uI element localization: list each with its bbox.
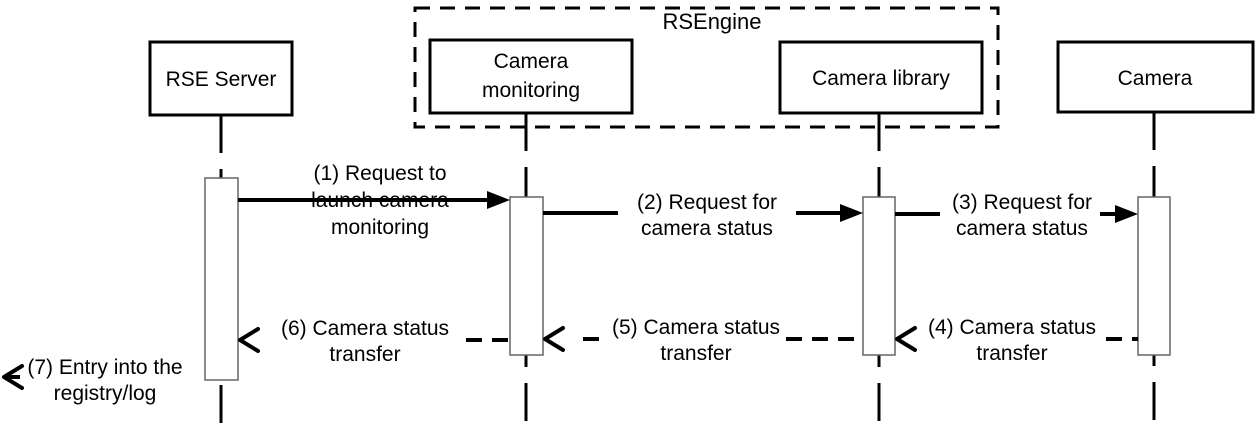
message-4-arrowhead-open xyxy=(895,326,917,352)
actor-label-rse-server: RSE Server xyxy=(166,68,277,91)
message-3: (3) Request for camera status xyxy=(895,191,1138,240)
message-1-arrowhead-filled xyxy=(487,191,510,209)
actor-box-rse-server xyxy=(148,40,294,117)
message-2-label: (2) Request for xyxy=(637,191,777,214)
message-6-arrowhead-open xyxy=(238,327,260,353)
message-1-label: monitoring xyxy=(331,216,429,239)
actor-label-camera-monitoring: Camera xyxy=(494,50,569,73)
actor-label-camera: Camera xyxy=(1118,67,1193,90)
actor-label-camera-monitoring: monitoring xyxy=(482,79,580,102)
actor-box-camera xyxy=(1056,40,1255,114)
rsengine-frame-label: RSEngine xyxy=(662,9,761,34)
message-6-label: (6) Camera status xyxy=(281,317,449,340)
message-7-label: registry/log xyxy=(54,382,157,405)
message-4-label: (4) Camera status xyxy=(928,316,1096,339)
message-3-label: camera status xyxy=(956,217,1088,240)
activation-bar-camera-monitoring xyxy=(509,196,544,356)
message-5-label: transfer xyxy=(660,342,731,365)
message-2: (2) Request for camera status xyxy=(543,191,863,240)
message-4: (4) Camera status transfer xyxy=(895,316,1138,365)
message-6-label: transfer xyxy=(329,343,400,366)
message-4-label: transfer xyxy=(976,342,1047,365)
actor-label-camera-library: Camera library xyxy=(812,67,950,90)
message-7-label: (7) Entry into the xyxy=(27,356,182,379)
message-7-arrowhead-open xyxy=(2,364,24,390)
actor-box-camera-library xyxy=(778,40,984,115)
message-1-label: (1) Request to xyxy=(313,162,446,185)
message-1-label: launch camera xyxy=(311,189,449,212)
actor-box-camera-monitoring xyxy=(428,38,634,115)
activation-bar-camera xyxy=(1137,196,1171,356)
message-6: (6) Camera status transfer xyxy=(238,317,510,366)
message-5: (5) Camera status transfer xyxy=(543,316,863,365)
message-7: (7) Entry into the registry/log xyxy=(2,356,183,405)
message-2-arrowhead-filled xyxy=(840,204,863,222)
message-5-arrowhead-open xyxy=(543,326,565,352)
message-5-label: (5) Camera status xyxy=(612,316,780,339)
message-1: (1) Request to launch camera monitoring xyxy=(238,162,510,239)
message-3-label: (3) Request for xyxy=(952,191,1092,214)
message-3-arrowhead-filled xyxy=(1115,205,1138,223)
message-2-label: camera status xyxy=(641,217,773,240)
activation-bar-rse-server xyxy=(204,177,239,381)
activation-bar-camera-library xyxy=(862,196,896,356)
